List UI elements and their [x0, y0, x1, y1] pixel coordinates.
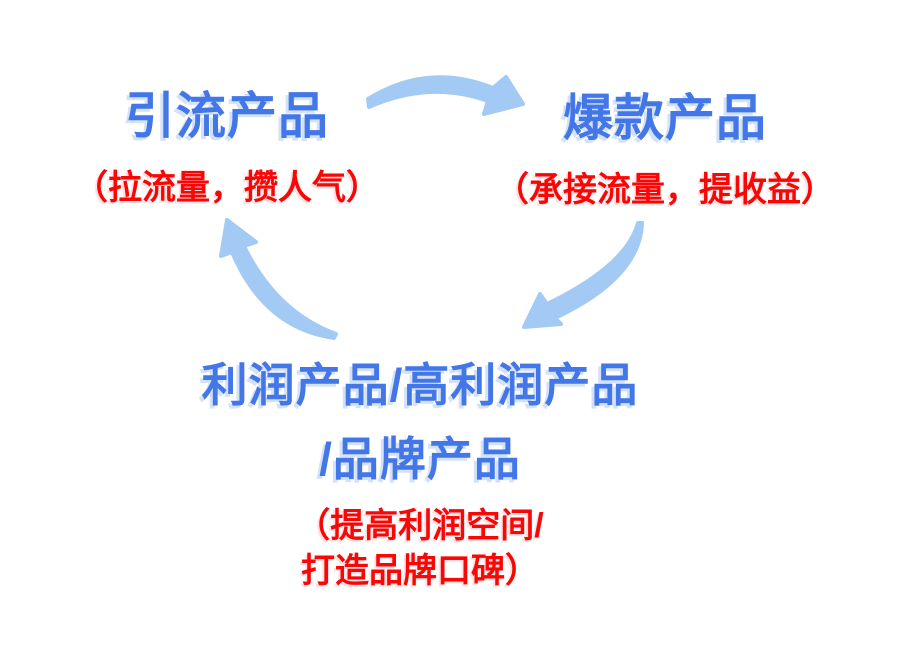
- node-profit-product: 利润产品/高利润产品 /品牌产品 （提高利润空间/ 打造品牌口碑）: [110, 362, 730, 594]
- node-traffic-product: 引流产品 （拉流量，攒人气）: [17, 90, 437, 210]
- node-traffic-product-title: 引流产品: [125, 88, 329, 144]
- arrow-traffic-to-hot-icon: [366, 75, 525, 116]
- node-profit-product-subtitle-line2: 打造品牌口碑）: [301, 552, 539, 590]
- node-profit-product-title-line1: 利润产品/高利润产品: [201, 359, 639, 411]
- node-hot-product-title: 爆款产品: [563, 90, 767, 146]
- arrow-hot-to-profit-icon: [522, 221, 644, 329]
- node-hot-product: 爆款产品 （承接流量，提收益）: [455, 92, 875, 212]
- node-profit-product-subtitle: （提高利润空间/ 打造品牌口碑）: [110, 504, 730, 594]
- arrow-profit-to-traffic-icon: [219, 218, 338, 340]
- node-hot-product-subtitle: （承接流量，提收益）: [495, 170, 835, 209]
- node-profit-product-title-line2: /品牌产品: [319, 433, 521, 485]
- node-profit-product-subtitle-line1: （提高利润空间/: [296, 507, 544, 545]
- node-traffic-product-subtitle: （拉流量，攒人气）: [74, 168, 380, 207]
